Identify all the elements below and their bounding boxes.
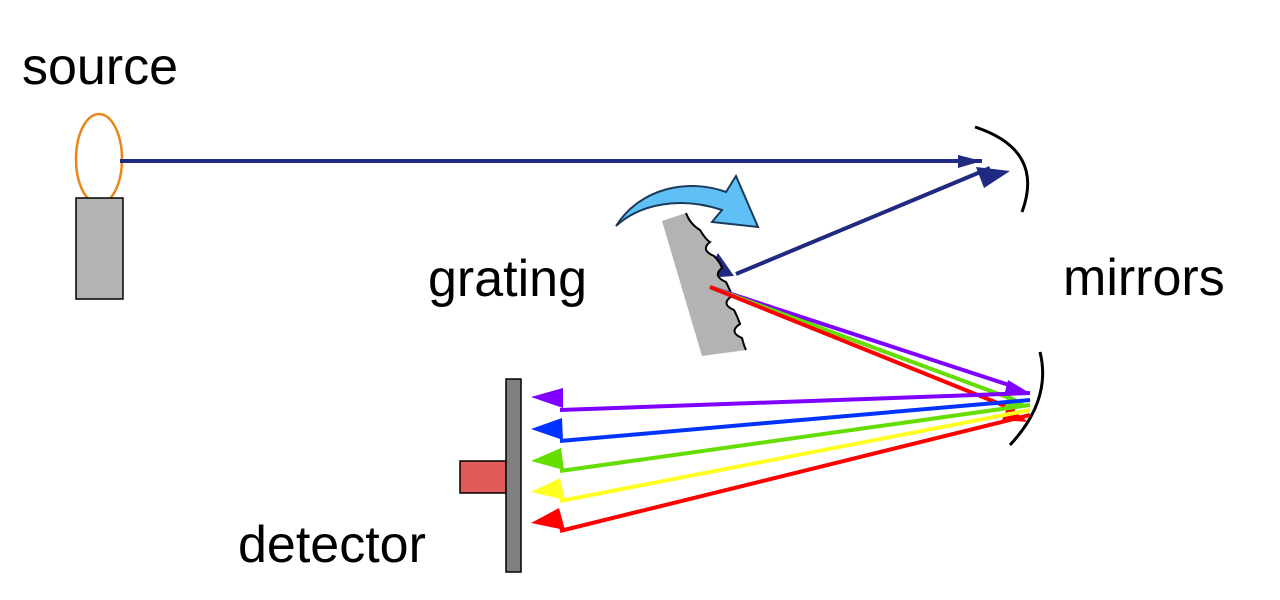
- spectrum-arrowhead-red: [531, 508, 565, 530]
- bottom-mirror-icon: [1008, 351, 1045, 447]
- incident-beam-arrowhead: [958, 155, 982, 168]
- spectrum-beam-violet: [559, 391, 1031, 412]
- grating-body: [662, 213, 746, 356]
- spectrum-arrowhead-yellow: [531, 478, 565, 500]
- source-body: [75, 197, 124, 300]
- grating-teeth: [685, 212, 747, 351]
- mirrors-label: mirrors: [1063, 249, 1225, 307]
- detector-label: detector: [238, 516, 426, 574]
- curved-arrow-icon: [615, 173, 760, 229]
- detector-element: [459, 460, 507, 494]
- grating-label: grating: [428, 250, 587, 308]
- spectrum-arrowhead-violet: [531, 388, 563, 408]
- mirror-to-grating-beam: [735, 166, 991, 276]
- top-mirror-icon: [974, 125, 1030, 213]
- spectrum-arrowhead-green: [531, 448, 564, 470]
- detector-icon: [459, 378, 522, 573]
- spectrum-beam-yellow: [559, 408, 1031, 503]
- spectrum-arrowhead-blue: [531, 418, 563, 440]
- beam-arrowhead-mirror: [976, 167, 1010, 188]
- spectrum-beams: [531, 388, 1031, 533]
- spectrum-beam-green: [559, 403, 1031, 473]
- detector-bar: [505, 378, 522, 573]
- spectrum-beam-blue: [559, 398, 1031, 443]
- diffracted-beam-violet: [709, 285, 1016, 389]
- source-filament: [74, 112, 124, 206]
- source-label: source: [22, 38, 178, 96]
- diffraction-grating-icon: [662, 212, 747, 356]
- light-bulb-icon: [74, 112, 124, 300]
- spectrum-beam-red: [559, 413, 1031, 533]
- diffracted-beam-red: [709, 285, 1016, 412]
